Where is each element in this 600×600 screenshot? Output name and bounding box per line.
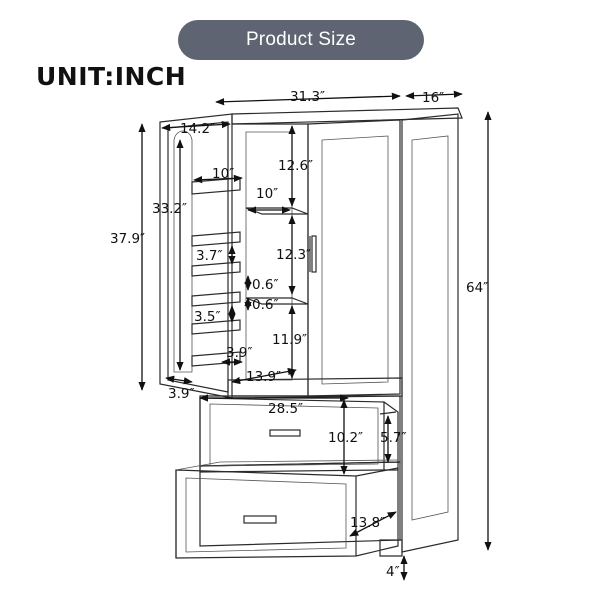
label-base-height: 4″ bbox=[386, 564, 400, 580]
page-title: Product Size bbox=[245, 29, 357, 50]
bottom-drawer-handle bbox=[243, 515, 277, 524]
title-banner: Product Size bbox=[178, 20, 424, 60]
label-door-width: 14.2″ bbox=[180, 121, 215, 137]
label-door-height: 37.9″ bbox=[110, 231, 145, 247]
label-width-total: 31.3″ bbox=[290, 89, 325, 105]
label-drawer-height-upper: 10.2″ bbox=[328, 430, 363, 446]
label-door-rack-height: 33.2″ bbox=[152, 201, 187, 217]
label-shelf-thickness-1: 0.6″ bbox=[252, 277, 279, 293]
label-shelf-thickness-2: 0.6″ bbox=[252, 297, 279, 313]
label-shelf-gap-middle: 12.3″ bbox=[276, 247, 311, 263]
label-drawer-depth: 13.8″ bbox=[350, 515, 385, 531]
label-door-depth: 3.9″ bbox=[168, 386, 195, 402]
cabinet-body bbox=[199, 107, 463, 557]
label-rack-depth: 3.9″ bbox=[226, 345, 253, 361]
label-height-total: 64″ bbox=[466, 280, 488, 296]
label-depth: 16″ bbox=[422, 90, 444, 106]
unit-label: UNIT:INCH bbox=[36, 62, 187, 91]
label-drawer-inner-height: 5.7″ bbox=[380, 430, 407, 446]
label-rack-top-width: 10″ bbox=[212, 166, 234, 182]
label-rack-gap-1: 3.7″ bbox=[196, 248, 223, 264]
label-drawer-width: 28.5″ bbox=[268, 401, 303, 417]
dimension-labels: 31.3″ 16″ 64″ 37.9″ 14.2″ 33.2″ 10″ 10″ … bbox=[110, 89, 488, 580]
label-inner-depth: 13.9″ bbox=[246, 369, 281, 385]
label-rack-gap-2: 3.5″ bbox=[194, 309, 221, 325]
label-shelf-gap-bottom: 11.9″ bbox=[272, 332, 307, 348]
middle-drawer-handle bbox=[269, 429, 301, 437]
label-shelf-gap-top: 12.6″ bbox=[278, 158, 313, 174]
dimension-lines bbox=[138, 90, 492, 581]
label-shelf-width: 10″ bbox=[256, 186, 278, 202]
bottom-drawer bbox=[175, 459, 399, 559]
